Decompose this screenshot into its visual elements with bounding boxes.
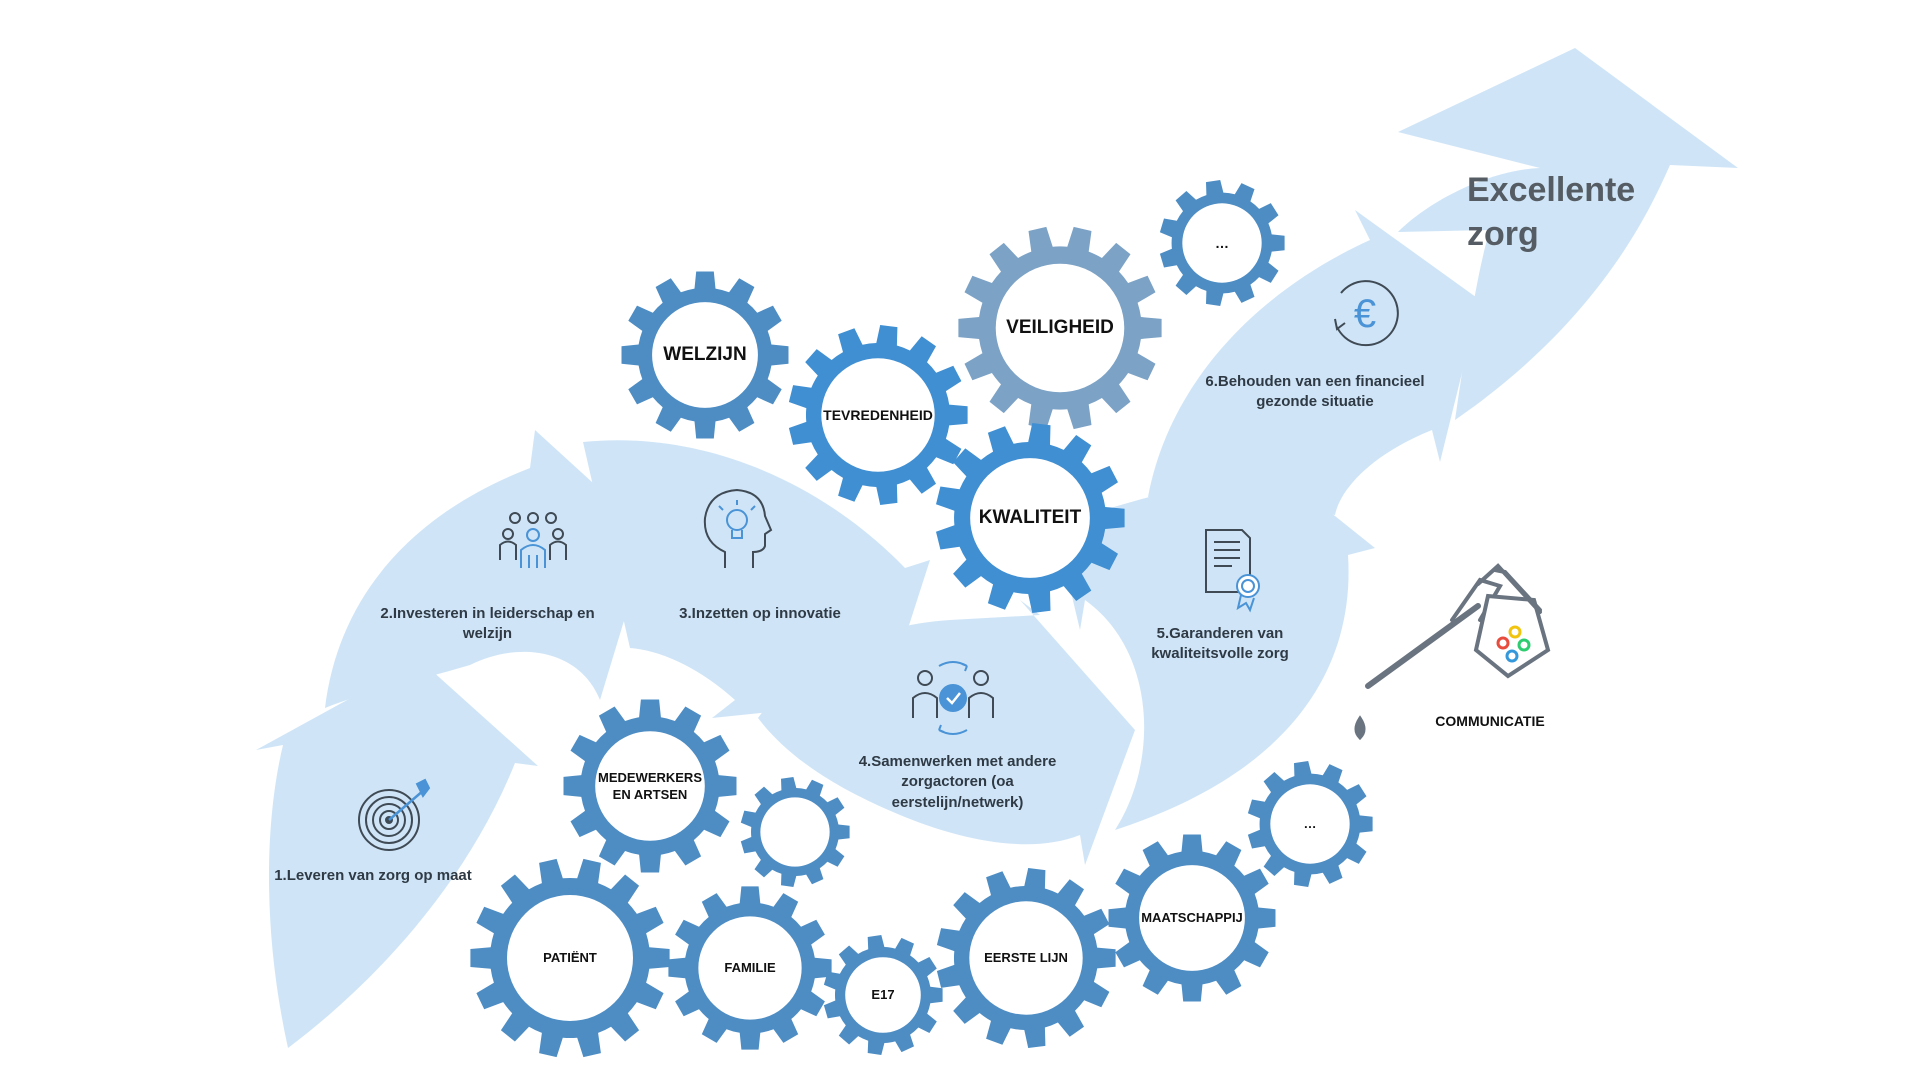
gear-ellipsis-top — [1159, 180, 1285, 306]
title-excellent-care: Excellente zorg — [1467, 168, 1635, 256]
title-line-2: zorg — [1467, 215, 1539, 254]
oil-can-icon — [1354, 563, 1551, 741]
gear-ellipsis-bottom-label: … — [1303, 816, 1317, 831]
arrow-step-2 — [325, 430, 650, 708]
euro-cycle-icon: € — [1334, 280, 1399, 347]
collaboration-icon — [912, 661, 994, 735]
arrow-excellent-care — [1398, 48, 1738, 420]
gear-kwaliteit-hub — [970, 458, 1090, 578]
gear-familie — [668, 886, 832, 1050]
gear-tevredenheid-label: TEVREDENHEID — [823, 406, 933, 423]
gear-ellipsis-top-label: … — [1215, 234, 1229, 251]
gear-kwaliteit — [936, 423, 1125, 613]
gear-patient-label: PATIËNT — [543, 950, 597, 965]
growth-arrows — [256, 48, 1738, 1048]
gear-unlabeled — [740, 777, 850, 887]
gear-welzijn-label: WELZIJN — [663, 344, 747, 365]
gear-familie-hub — [698, 916, 802, 1020]
gear-patient-hub — [507, 895, 633, 1021]
gear-e17 — [823, 935, 943, 1055]
gear-medewerkers-artsen-label: MEDEWERKERS EN ARTSEN — [597, 769, 702, 803]
gear-medewerkers-artsen-hub — [595, 731, 705, 841]
arrow-step-6 — [1148, 210, 1480, 515]
step-2-label: 2.Investeren in leiderschap en welzijn — [380, 605, 595, 643]
communication-label: COMMUNICATIE — [1435, 713, 1545, 729]
idea-head-icon — [703, 488, 773, 568]
gear-unlabeled-hub — [760, 797, 830, 867]
gear-patient — [470, 858, 670, 1058]
gear-tevredenheid — [788, 325, 968, 505]
step-5-label: 5.Garanderen van kwaliteitsvolle zorg — [1151, 625, 1289, 663]
gear-eerste-lijn-hub — [969, 901, 1083, 1015]
step-4-label: 4.Samenwerken met andere zorgactoren (oa… — [858, 753, 1057, 811]
title-line-1: Excellente — [1467, 171, 1636, 209]
arrow-step-5 — [1055, 460, 1375, 830]
gear-maatschappij — [1108, 834, 1276, 1002]
certificate-icon — [1205, 529, 1260, 613]
gear-ellipsis-top-hub — [1182, 203, 1262, 283]
gear-ellipsis-bottom — [1247, 761, 1373, 887]
step-6-label: 6.Behouden van een financieel gezonde si… — [1205, 373, 1425, 411]
arrow-step-1 — [256, 660, 538, 1048]
gear-e17-label: E17 — [871, 987, 895, 1002]
gear-veiligheid-label: VEILIGHEID — [1006, 317, 1114, 338]
gear-familie-label: FAMILIE — [724, 960, 776, 975]
gears — [470, 180, 1373, 1058]
target-icon — [358, 778, 431, 851]
gear-e17-hub — [845, 957, 921, 1033]
gear-welzijn-hub — [652, 302, 758, 408]
gear-eerste-lijn — [936, 868, 1116, 1048]
gear-kwaliteit-label: KWALITEIT — [978, 507, 1082, 528]
gear-maatschappij-label: MAATSCHAPPIJ — [1141, 910, 1243, 925]
team-icon — [499, 512, 567, 568]
gear-maatschappij-hub — [1139, 865, 1245, 971]
step-3-label: 3.Inzetten op innovatie — [679, 605, 841, 622]
gear-veiligheid — [958, 226, 1162, 430]
svg-text:€: € — [1354, 292, 1376, 336]
gear-welzijn — [621, 271, 789, 439]
gear-ellipsis-bottom-hub — [1270, 784, 1350, 864]
gear-medewerkers-artsen — [563, 699, 737, 873]
gear-eerste-lijn-label: EERSTE LIJN — [984, 950, 1068, 965]
step-1-label: 1.Leveren van zorg op maat — [274, 867, 472, 884]
gear-veiligheid-hub — [995, 263, 1125, 393]
gear-tevredenheid-hub — [821, 358, 935, 472]
